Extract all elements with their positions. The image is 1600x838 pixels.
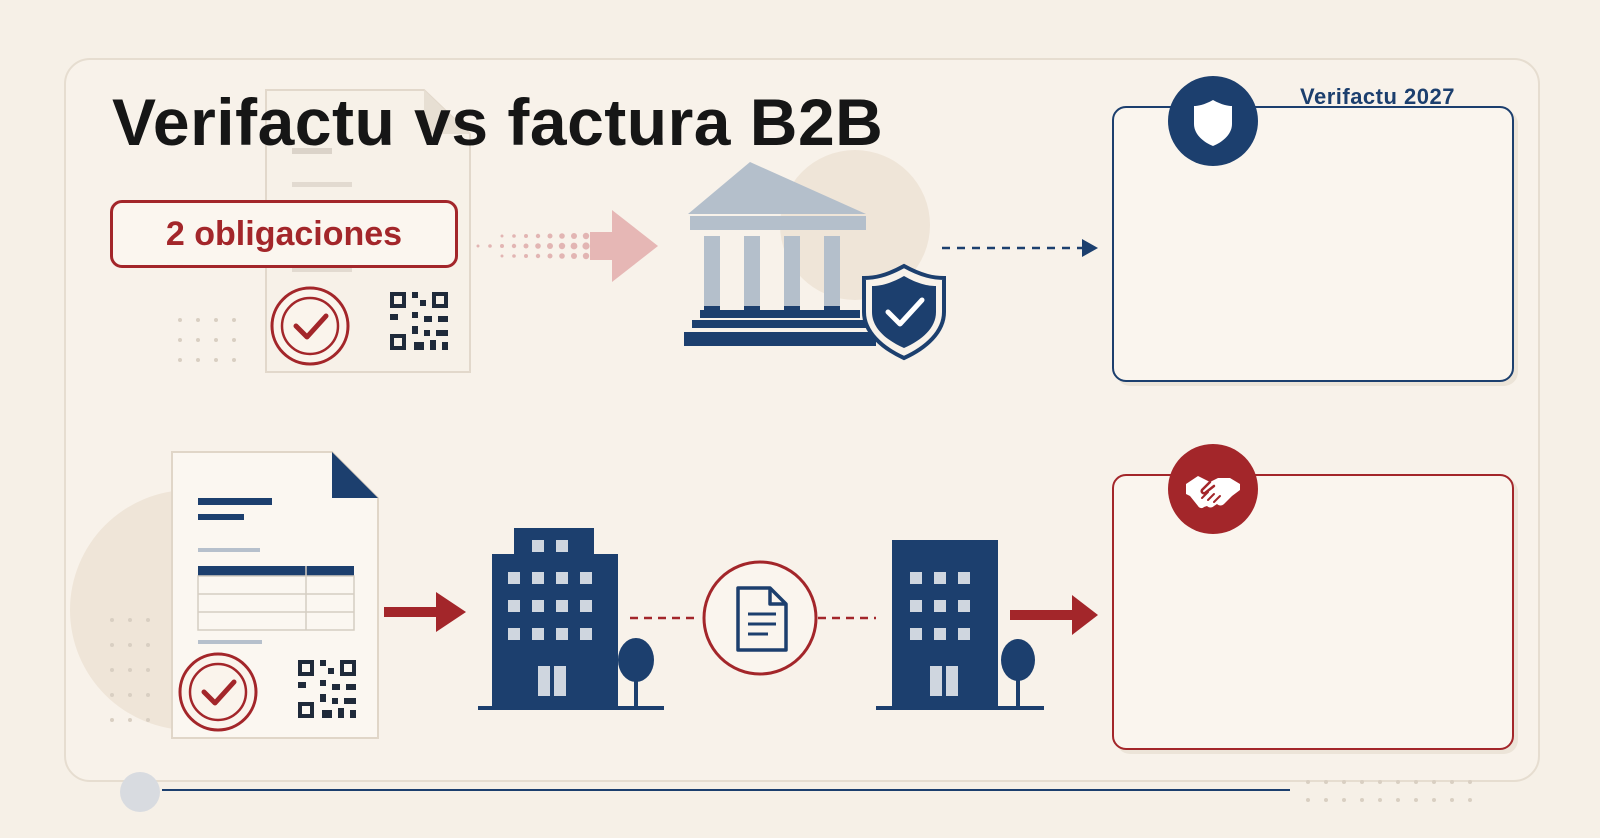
- timeline-bar: [120, 772, 1290, 812]
- dashed-arrow-top: [942, 239, 1098, 257]
- office-building-icon-right: [876, 540, 1044, 710]
- dot-grid-bottom-left: [110, 618, 150, 722]
- check-stamp-icon-bottom: [178, 652, 258, 732]
- check-stamp-icon-top: [270, 286, 350, 366]
- handshake-icon: [1168, 444, 1258, 534]
- obligations-badge: 2 obligaciones: [110, 200, 458, 268]
- panel-verifactu: [1112, 106, 1514, 382]
- office-building-icon-left: [478, 528, 664, 710]
- panel-b2b: [1112, 474, 1514, 750]
- dot-grid-bottom-right: [1306, 780, 1472, 802]
- dot-grid-top: [178, 318, 236, 362]
- page-title: Verifactu vs factura B2B: [112, 85, 884, 159]
- red-arrow-1: [384, 592, 466, 632]
- document-icon: [702, 560, 818, 676]
- shield-icon: [1168, 76, 1258, 166]
- qr-code-icon-top: [390, 292, 448, 350]
- red-arrow-2: [1010, 595, 1098, 635]
- shield-check-icon: [862, 263, 946, 361]
- qr-code-icon-bottom: [298, 660, 356, 718]
- verifactu-year-label: Verifactu 2027: [1300, 84, 1455, 109]
- dotted-arrow-top: [476, 210, 658, 282]
- government-building-icon: [684, 162, 876, 346]
